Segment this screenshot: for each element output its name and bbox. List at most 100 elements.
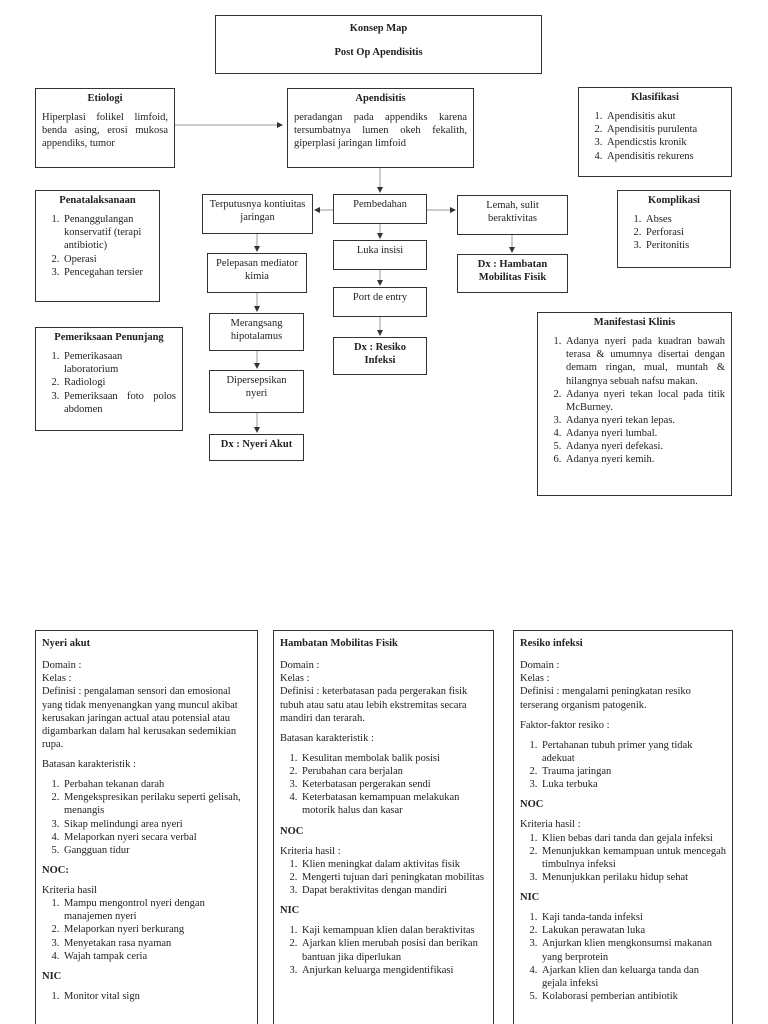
nyeri-kriteria-list: Mampu mengontrol nyeri dengan manajemen … [42, 897, 251, 963]
list-item: Mampu mengontrol nyeri dengan manajemen … [62, 897, 251, 923]
list-item: Anjurkan klien mengkonsumsi makanan yang… [540, 937, 726, 963]
manifestasi-heading: Manifestasi Klinis [593, 317, 676, 328]
list-item: Klien bebas dari tanda dan gejala infeks… [540, 832, 726, 845]
penatalaksanaan-list: Penanggulangan konservatif (terapi antib… [42, 213, 153, 279]
list-item: Adanya nyeri tekan lepas. [564, 414, 725, 427]
hambatan-nic-heading: NIC [280, 905, 300, 917]
flow-luka-insisi: Luka insisi [333, 240, 427, 270]
list-item: Wajah tampak ceria [62, 950, 251, 963]
list-item: Perubahan cara berjalan [300, 765, 487, 778]
list-item: Keterbatasan pergerakan sendi [300, 778, 487, 791]
hambatan-batasan-list: Kesulitan membolak balik posisiPerubahan… [280, 752, 487, 818]
hambatan-kelas: Kelas : [280, 673, 310, 685]
title-box: Konsep Map Post Op Apendisitis [215, 15, 542, 74]
list-item: Adanya nyeri defekasi. [564, 440, 725, 453]
list-item: Melaporkan nyeri berkurang [62, 923, 251, 936]
hambatan-definisi: Definisi : keterbatasan pada pergerakan … [280, 686, 468, 724]
list-item: Dapat beraktivitas dengan mandiri [300, 884, 487, 897]
nyeri-noc-heading: NOC: [42, 864, 69, 876]
flow-merangsang: Merangsang hipotalamus [209, 313, 304, 351]
list-item: Mengekspresikan perilaku seperti gelisah… [62, 791, 251, 817]
resiko-definisi: Definisi : mengalami peningkatan resiko … [520, 686, 691, 711]
flow-pembedahan: Pembedahan [333, 194, 427, 224]
hambatan-noc-heading: NOC [280, 825, 304, 837]
list-item: Monitor vital sign [62, 990, 251, 1003]
flow-pelepasan: Pelepasan mediator kimia [207, 253, 307, 293]
list-item: Kaji tanda-tanda infeksi [540, 911, 726, 924]
hambatan-batasan-label: Batasan karakteristik : [280, 732, 374, 744]
resiko-infeksi-box: Resiko infeksi Domain : Kelas : Definisi… [513, 630, 733, 1024]
klasifikasi-list: Apendisitis akutApendisitis purulentaApe… [585, 110, 725, 163]
list-item: Pencegahan tersier [62, 266, 153, 279]
nyeri-nic-heading: NIC [42, 970, 62, 982]
nyeri-kriteria-label: Kriteria hasil [42, 885, 98, 896]
resiko-batasan-label: Faktor-faktor resiko : [520, 719, 610, 731]
list-item: Sikap melindungi area nyeri [62, 818, 251, 831]
pemeriksaan-list: Pemerikasaan laboratoriumRadiologiPemeri… [42, 350, 176, 416]
etiologi-box: Etiologi Hiperplasi folikel limfoid, ben… [35, 88, 175, 168]
etiologi-heading: Etiologi [87, 93, 123, 104]
list-item: Mengerti tujuan dari peningkatan mobilit… [300, 871, 487, 884]
list-item: Penanggulangan konservatif (terapi antib… [62, 213, 153, 252]
list-item: Apendisitis akut [605, 110, 725, 123]
klasifikasi-heading: Klasifikasi [631, 92, 679, 103]
list-item: Klien meningkat dalam aktivitas fisik [300, 858, 487, 871]
title-line-1: Konsep Map [349, 23, 408, 34]
resiko-kelas: Kelas : [520, 673, 550, 685]
list-item: Kaji kemampuan klien dalan beraktivitas [300, 924, 487, 937]
list-item: Gangguan tidur [62, 844, 251, 857]
nyeri-domain: Domain : [42, 660, 82, 672]
list-item: Lakukan perawatan luka [540, 924, 726, 937]
list-item: Peritonitis [644, 239, 724, 252]
resiko-domain: Domain : [520, 660, 560, 672]
resiko-nic-list: Kaji tanda-tanda infeksiLakukan perawata… [520, 911, 726, 1003]
list-item: Radiologi [62, 376, 176, 389]
list-item: Adanya nyeri tekan local pada titik McBu… [564, 388, 725, 414]
komplikasi-box: Komplikasi AbsesPerforasiPeritonitis [617, 190, 731, 268]
list-item: Adanya nyeri lumbal. [564, 427, 725, 440]
list-item: Adanya nyeri pada kuadran bawah terasa &… [564, 335, 725, 388]
list-item: Anjurkan keluarga mengidentifikasi [300, 964, 487, 977]
list-item: Kolaborasi pemberian antibiotik [540, 990, 726, 1003]
flow-port-de-entry: Port de entry [333, 287, 427, 317]
list-item: Adanya nyeri kemih. [564, 453, 725, 466]
pemeriksaan-box: Pemeriksaan Penunjang Pemerikasaan labor… [35, 327, 183, 431]
nyeri-definisi: Definisi : pengalaman sensori dan emosio… [42, 686, 238, 750]
list-item: Melaporkan nyeri secara verbal [62, 831, 251, 844]
list-item: Pertahanan tubuh primer yang tidak adeku… [540, 739, 726, 765]
list-item: Perforasi [644, 226, 724, 239]
flow-lemah: Lemah, sulit beraktivitas [457, 195, 568, 235]
nyeri-kelas: Kelas : [42, 673, 72, 685]
list-item: Trauma jaringan [540, 765, 726, 778]
resiko-kriteria-list: Klien bebas dari tanda dan gejala infeks… [520, 832, 726, 885]
list-item: Menunjukkan perilaku hidup sehat [540, 871, 726, 884]
resiko-batasan-list: Pertahanan tubuh primer yang tidak adeku… [520, 739, 726, 792]
hambatan-mobilitas-box: Hambatan Mobilitas Fisik Domain : Kelas … [273, 630, 494, 1024]
nyeri-nic-list: Monitor vital sign [42, 990, 251, 1003]
list-item: Apendicstis kronik [605, 136, 725, 149]
nyeri-batasan-label: Batasan karakteristik : [42, 759, 136, 770]
hambatan-kriteria-list: Klien meningkat dalam aktivitas fisikMen… [280, 858, 487, 897]
list-item: Menyetakan rasa nyaman [62, 937, 251, 950]
flow-terputusnya: Terputusnya kontiuitas jaringan [202, 194, 313, 234]
list-item: Luka terbuka [540, 778, 726, 791]
resiko-kriteria-label: Kriteria hasil : [520, 819, 581, 831]
apendisitis-heading: Apendisitis [355, 93, 406, 104]
flow-dx-hambatan: Dx : Hambatan Mobilitas Fisik [457, 254, 568, 293]
resiko-nic-heading: NIC [520, 892, 540, 903]
hambatan-nic-list: Kaji kemampuan klien dalan beraktivitasA… [280, 924, 487, 977]
flow-dx-nyeri: Dx : Nyeri Akut [209, 434, 304, 461]
komplikasi-list: AbsesPerforasiPeritonitis [624, 213, 724, 252]
list-item: Perbahan tekanan darah [62, 778, 251, 791]
list-item: Pemeriksaan foto polos abdomen [62, 390, 176, 416]
list-item: Apendisitis purulenta [605, 123, 725, 136]
nyeri-batasan-list: Perbahan tekanan darahMengekspresikan pe… [42, 778, 251, 857]
hambatan-domain: Domain : [280, 660, 320, 672]
penatalaksanaan-heading: Penatalaksanaan [59, 195, 136, 206]
list-item: Apendisitis rekurens [605, 150, 725, 163]
list-item: Ajarkan klien merubah posisi dan berikan… [300, 937, 487, 963]
title-line-2: Post Op Apendisitis [334, 47, 423, 59]
klasifikasi-box: Klasifikasi Apendisitis akutApendisitis … [578, 87, 732, 177]
flow-dipersepsikan: Dipersepsikan nyeri [209, 370, 304, 413]
